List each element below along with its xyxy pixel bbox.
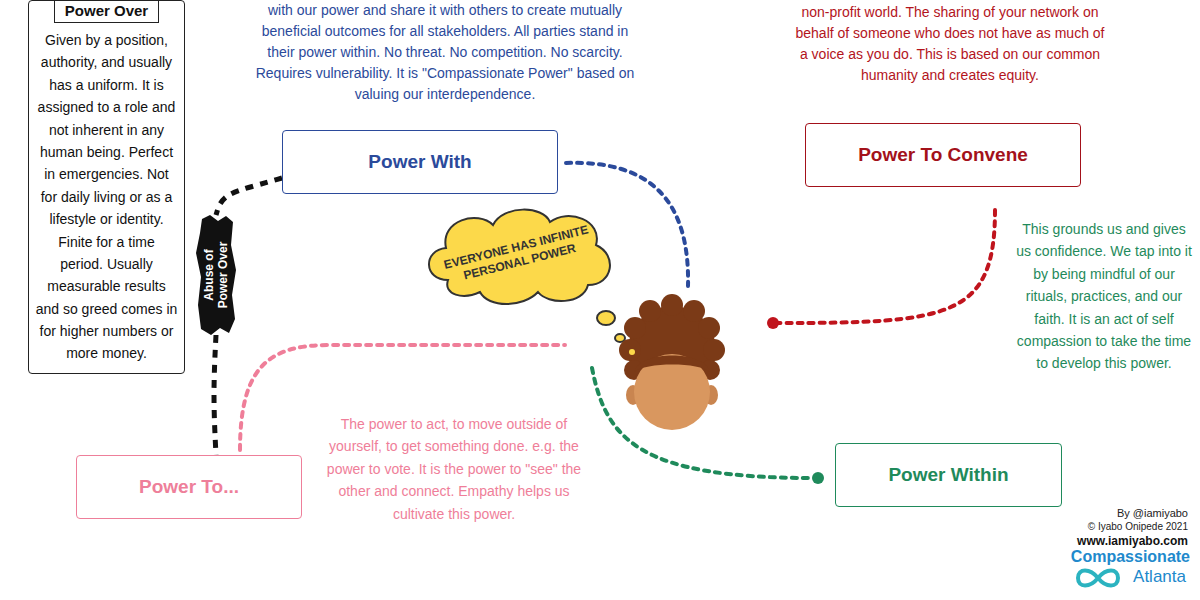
power-box: Power With xyxy=(282,130,558,194)
text-holder: Power To... xyxy=(139,476,239,499)
logo-symbol xyxy=(1078,571,1118,586)
description-text: This grounds us and gives us confidence.… xyxy=(1016,218,1192,375)
credit-text: By @iamiyabo xyxy=(1117,507,1188,519)
box-text: Power Within xyxy=(888,464,1008,487)
text-holder: Power Within xyxy=(888,464,1008,487)
description-text: non-profit world. The sharing of your ne… xyxy=(790,2,1110,86)
brush-stroke-shape xyxy=(196,215,236,335)
thought-cloud-shape xyxy=(429,210,610,304)
description-text: The power to act, to move outside of you… xyxy=(318,413,590,525)
logo-text: Compassionate xyxy=(1071,548,1190,566)
box-text: Abuse of Power Over xyxy=(202,235,231,315)
logo-text: Atlanta xyxy=(1133,567,1186,587)
power-box: Power Within xyxy=(835,443,1062,507)
leader-dot xyxy=(767,317,779,329)
box-text: Power With xyxy=(368,151,471,174)
box-heading: Power Over xyxy=(54,1,159,23)
dashed-connector xyxy=(214,335,216,455)
box-text: Given by a position, authority, and usua… xyxy=(35,29,178,365)
thought-bubble xyxy=(597,311,615,325)
brush-stroke: Abuse of Power Over xyxy=(196,215,236,335)
face xyxy=(634,354,710,430)
definition-box: Power OverGiven by a position, authority… xyxy=(28,0,185,374)
thought-bubble xyxy=(615,334,625,342)
leader-line xyxy=(240,345,565,450)
hair-fringe xyxy=(634,356,710,373)
power-box: Power To Convene xyxy=(805,123,1081,187)
text-holder: Power With xyxy=(368,151,471,174)
description-text: with our power and share it with others … xyxy=(248,0,642,105)
thought-cloud: EVERYONE HAS INFINITE PERSONAL POWER xyxy=(418,200,618,310)
hair-clip xyxy=(629,349,635,355)
leader-dot xyxy=(812,472,824,484)
dashed-connector xyxy=(216,178,282,215)
box-text: Power To... xyxy=(139,476,239,499)
power-box: Power To... xyxy=(76,455,302,519)
box-text: Power To Convene xyxy=(858,144,1028,167)
credit-url: www.iamiyabo.com xyxy=(1077,534,1188,548)
credit-text: © Iyabo Onipede 2021 xyxy=(1088,521,1188,532)
leader-line xyxy=(778,210,995,323)
text-holder: Power To Convene xyxy=(858,144,1028,167)
